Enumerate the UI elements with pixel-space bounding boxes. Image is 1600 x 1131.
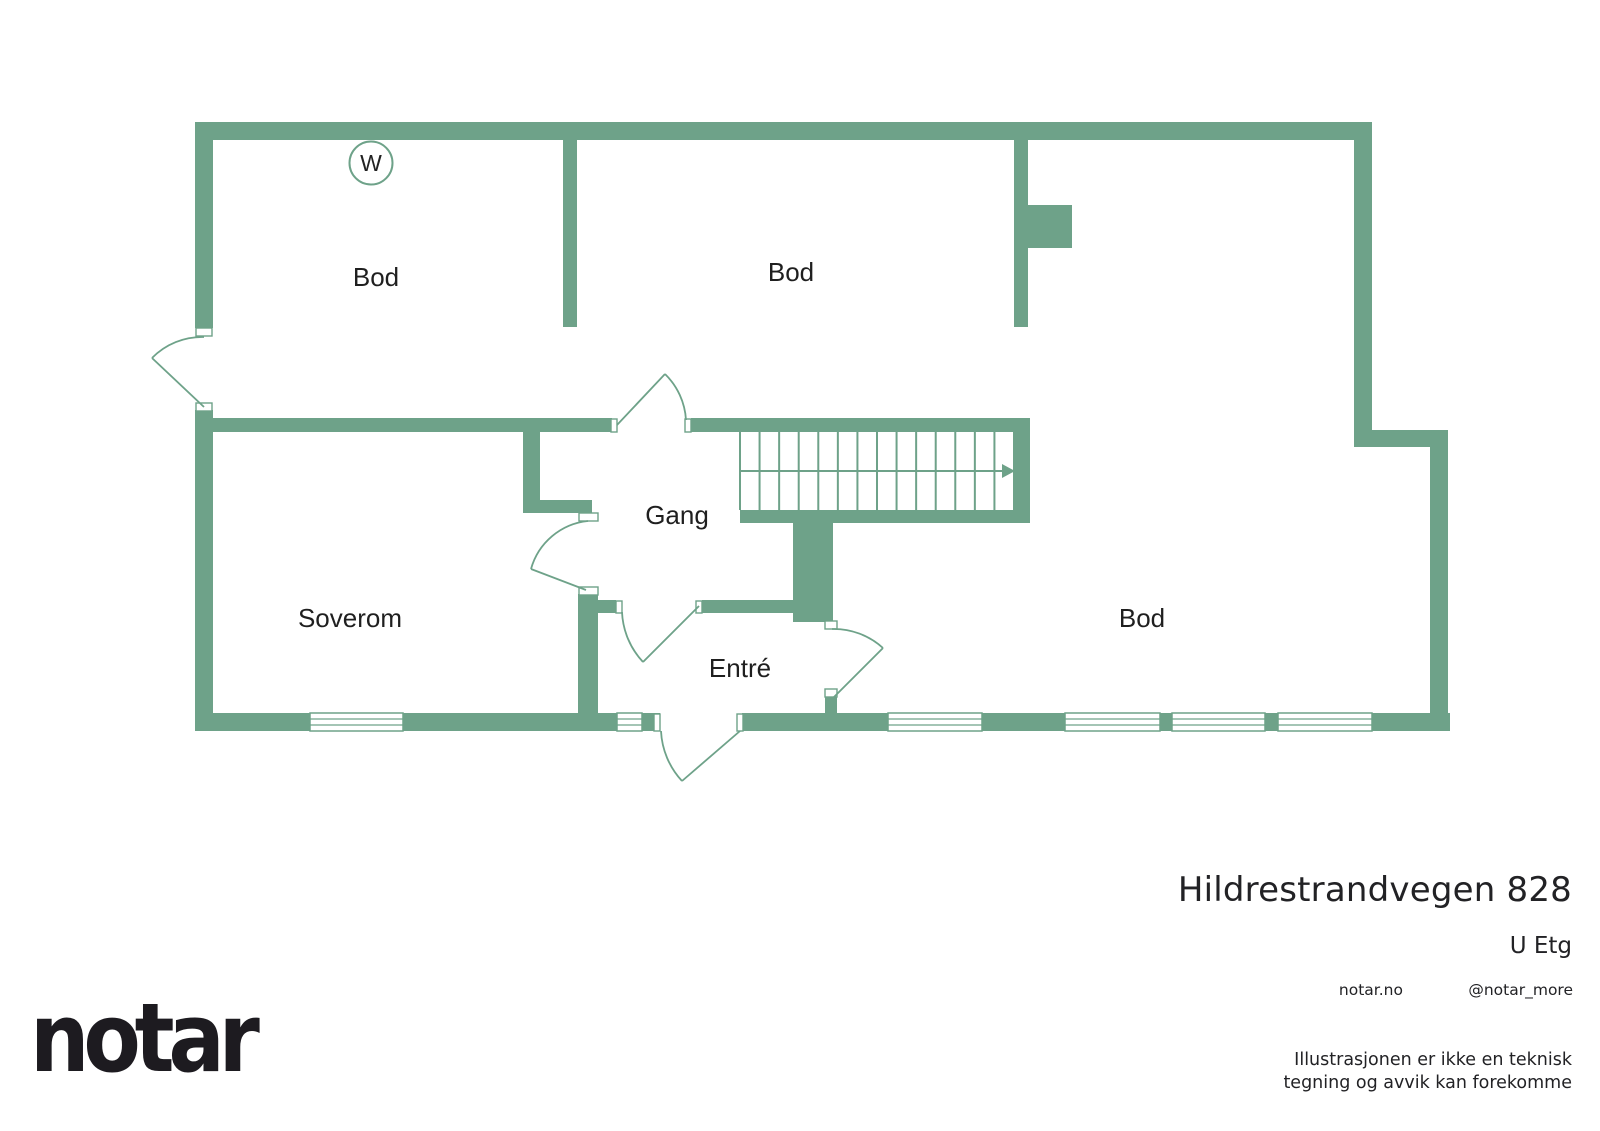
- disclaimer-line-1: Illustrasjonen er ikke en teknisk: [1294, 1050, 1572, 1070]
- door-swings-group: [151, 336, 884, 782]
- wall-segment: [1354, 430, 1448, 447]
- door-jamb: [195, 327, 213, 337]
- door-swing: [830, 628, 884, 701]
- window: [1171, 712, 1266, 732]
- window: [1064, 712, 1161, 732]
- wall-segment: [578, 594, 598, 713]
- stairs-direction-arrow: [1002, 464, 1015, 478]
- door-jamb: [684, 418, 692, 433]
- door-jamb: [615, 600, 623, 614]
- door-jamb: [578, 512, 599, 522]
- door-swing: [621, 605, 700, 663]
- room-label-bod-top-left: Bod: [353, 262, 399, 292]
- door-jamb: [578, 586, 599, 596]
- walls-group: [195, 122, 1450, 731]
- room-label-bod-right: Bod: [1119, 603, 1165, 633]
- door-swing: [530, 520, 589, 591]
- wall-segment: [540, 500, 592, 513]
- door-swing: [616, 373, 687, 426]
- wall-segment: [563, 140, 577, 327]
- disclaimer-text: Illustrasjonen er ikke en teknisk tegnin…: [1283, 1049, 1572, 1095]
- wall-segment: [195, 418, 612, 432]
- wall-segment: [195, 410, 213, 731]
- door-jamb: [610, 418, 618, 433]
- door-jamb: [653, 713, 661, 732]
- stairs-group: [739, 432, 1015, 510]
- room-label-entre: Entré: [709, 653, 771, 683]
- wall-segment: [691, 418, 1030, 432]
- room-label-bod-top-middle: Bod: [768, 257, 814, 287]
- door-swing: [151, 336, 205, 408]
- wall-segment: [523, 432, 540, 513]
- wall-segment: [592, 600, 616, 613]
- page-title: Hildrestrandvegen 828: [1177, 870, 1572, 910]
- washer-icon-letter: W: [360, 150, 382, 176]
- washer-icon: W: [348, 140, 394, 186]
- wall-segment: [1014, 140, 1028, 327]
- wall-segment: [1430, 447, 1448, 731]
- window: [309, 712, 404, 732]
- chimney-block: [1028, 205, 1072, 248]
- social-handle[interactable]: @notar_more: [1468, 981, 1573, 999]
- door-jambs-group: [195, 327, 838, 732]
- wall-segment: [825, 697, 837, 713]
- room-label-gang: Gang: [645, 500, 709, 530]
- door-jamb: [824, 620, 838, 630]
- door-jamb: [736, 713, 744, 732]
- wall-segment: [740, 510, 1030, 523]
- door-swing: [660, 730, 741, 782]
- wall-segment: [793, 510, 833, 622]
- wall-segment: [195, 122, 213, 328]
- wall-segment: [1354, 122, 1372, 447]
- window: [616, 712, 643, 732]
- notar-logo: notar: [30, 984, 260, 1094]
- wall-segment: [195, 122, 1372, 140]
- windows-group: [309, 712, 1373, 732]
- window: [1277, 712, 1373, 732]
- disclaimer-line-2: tegning og avvik kan forekomme: [1283, 1073, 1572, 1093]
- wall-segment: [195, 713, 660, 731]
- room-label-soverom: Soverom: [298, 603, 402, 633]
- window: [887, 712, 983, 732]
- wall-segment: [1014, 418, 1030, 523]
- website-link[interactable]: notar.no: [1338, 981, 1403, 999]
- floor-label: U Etg: [1509, 933, 1572, 959]
- room-labels-group: Bod Bod Gang Soverom Entré Bod: [298, 257, 1165, 683]
